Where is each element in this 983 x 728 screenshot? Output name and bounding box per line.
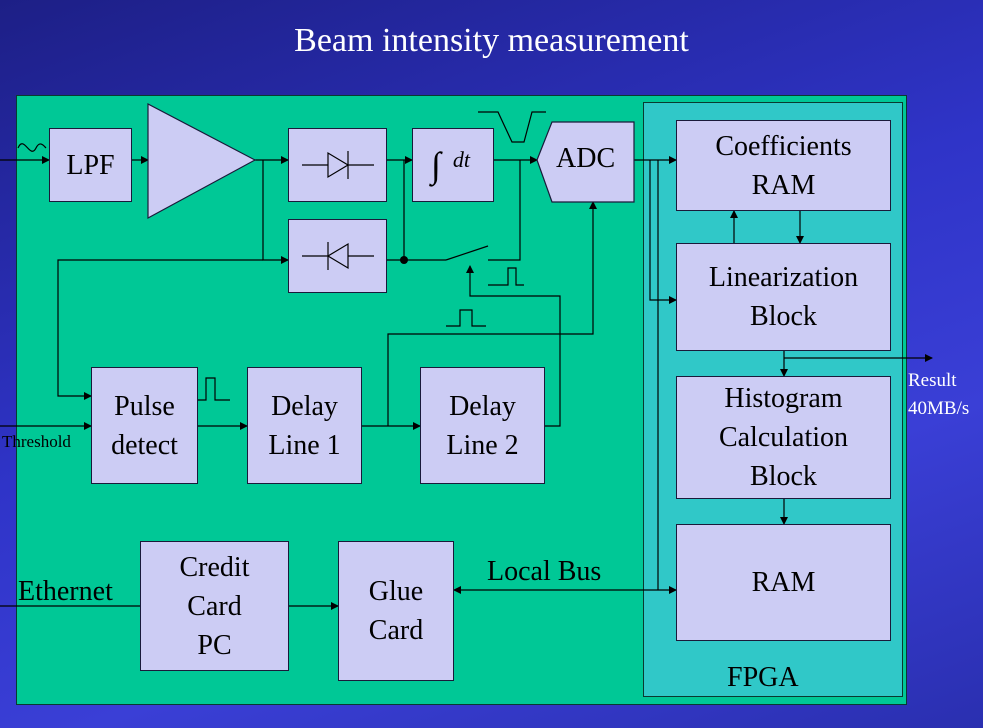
input-signal-icon [17,143,47,152]
rectifier-block-top [288,128,387,202]
amplifier-triangle [147,103,257,220]
junction-dot [400,256,408,264]
result-rate-label: 40MB/s [908,398,970,419]
diode-reverse-icon [301,242,374,270]
delay-line-2-block: Delay Line 2 [420,367,545,484]
glue-card-block: Glue Card [338,541,454,681]
diode-icon [301,151,374,179]
credit-card-pc-block: Credit Card PC [140,541,289,671]
coefficients-ram-block: Coefficients RAM [676,120,891,211]
histogram-label: Histogram Calculation Block [718,383,849,492]
linearization-label: Linearization Block [708,262,859,332]
adc-block [536,121,635,203]
delay-line-2-label: Delay Line 2 [446,390,519,461]
delay-line-1-block: Delay Line 1 [247,367,362,484]
page-title: Beam intensity measurement [294,22,689,59]
glue-card-label: Glue Card [368,576,424,646]
pulse-detect-label: Pulse detect [111,390,178,461]
fpga-label: FPGA [727,662,799,693]
linearization-block: Linearization Block [676,243,891,351]
histogram-block: Histogram Calculation Block [676,376,891,499]
delay-line-1-label: Delay Line 1 [268,390,341,461]
adc-label: ADC [556,143,616,174]
integrator-dt: dt [452,146,470,172]
threshold-label: Threshold [2,432,71,451]
integral-symbol: ∫ [431,144,441,185]
pulse-icon-2 [488,267,524,286]
pulse-icon-3 [446,309,486,327]
coefficients-ram-label: Coefficients RAM [715,130,852,201]
credit-card-pc-label: Credit Card PC [179,551,250,661]
ramp-icon [478,111,546,143]
pulse-detect-block: Pulse detect [91,367,198,484]
ethernet-label: Ethernet [18,576,113,607]
result-label: Result [908,370,957,391]
ram-block: RAM [676,524,891,641]
lpf-label: LPF [66,149,115,181]
integrator-block: ∫ dt [412,128,494,202]
rectifier-block-bottom [288,219,387,293]
pulse-icon-1 [198,377,230,401]
ram-label: RAM [751,567,816,598]
lpf-block: LPF [49,128,132,202]
local-bus-label: Local Bus [487,556,602,587]
